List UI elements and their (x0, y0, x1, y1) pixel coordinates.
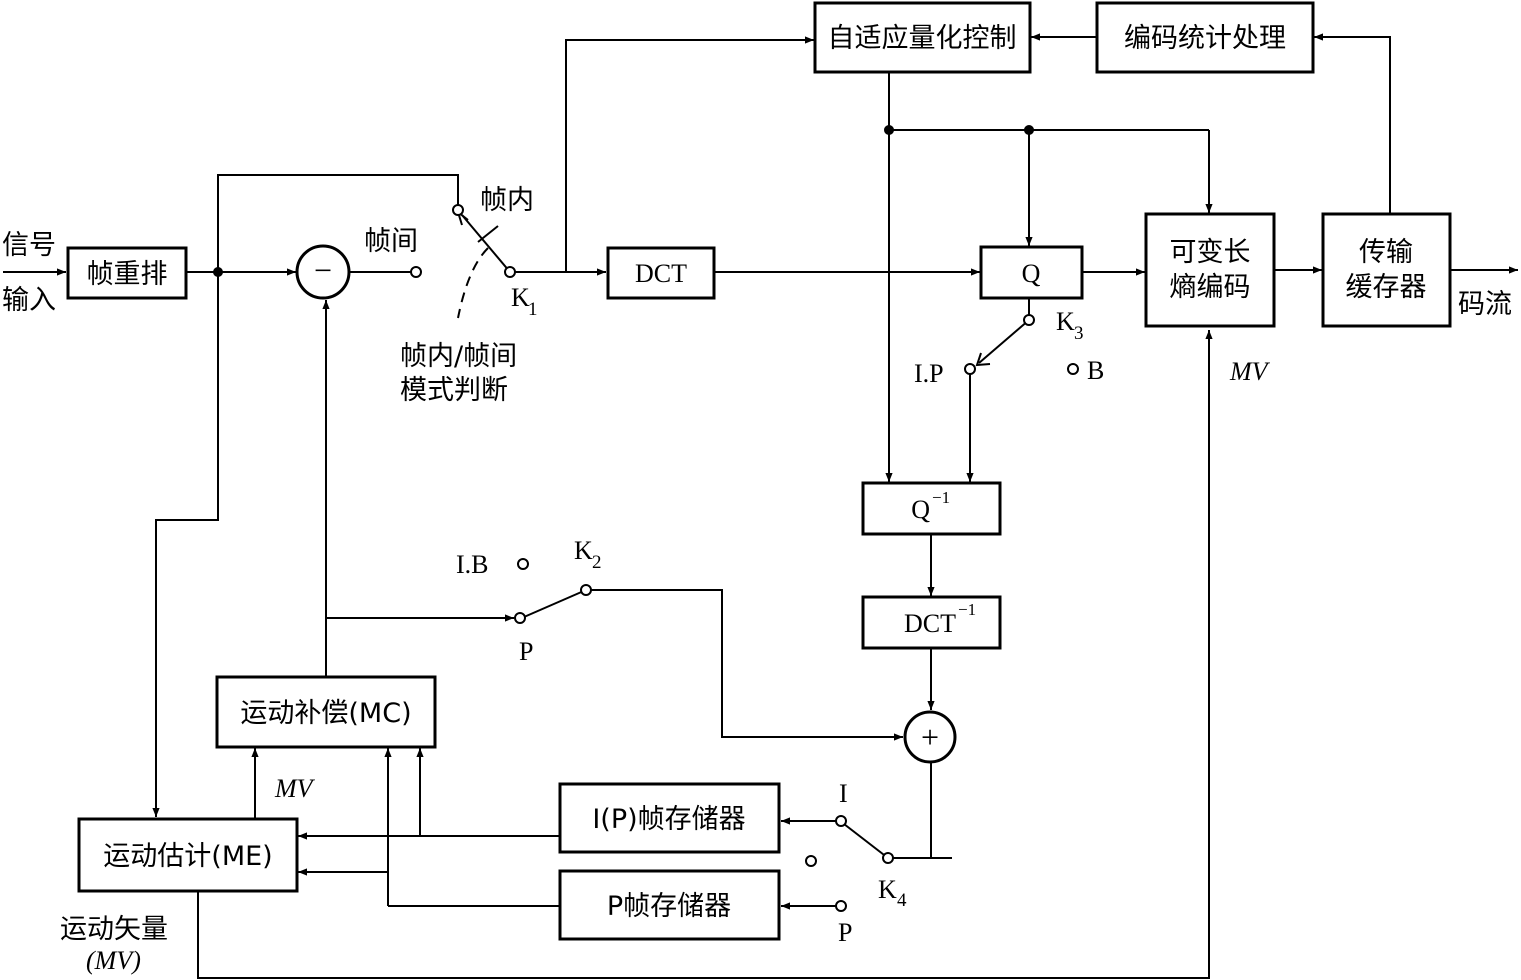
k4-label: K (878, 875, 897, 904)
vlc-label-line2: 熵编码 (1170, 272, 1251, 303)
add-symbol: + (921, 719, 939, 755)
buffer-block: 传输 缓存器 (1321, 212, 1452, 328)
to-adaptive-quant-arrow (565, 36, 814, 272)
adder: + (903, 710, 957, 764)
mv-mc-label: MV (274, 774, 316, 803)
inverse-quant-superscript: −1 (932, 488, 950, 507)
k3-subscript: 3 (1074, 323, 1084, 344)
vlc-block: 可变长 熵编码 (1144, 212, 1276, 328)
ip-frame-store-label: I(P)帧存储器 (592, 804, 745, 835)
motion-vector-label-line2: (MV) (86, 946, 141, 975)
k2-to-adder-arrow (590, 589, 903, 741)
buffer-label-line1: 传输 (1359, 237, 1413, 268)
idct-block: DCT −1 (861, 595, 1002, 650)
coding-stats-block: 编码统计处理 (1095, 1, 1315, 74)
buffer-label-line2: 缓存器 (1346, 272, 1427, 303)
idct-superscript: −1 (958, 600, 976, 619)
junction-dot (1024, 125, 1034, 135)
k2-ib-label: I.B (456, 550, 489, 579)
input-label-line1: 信号 (2, 230, 56, 261)
switch-k3 (964, 314, 1079, 375)
switch-k2 (514, 558, 592, 624)
k3-ip-label: I.P (914, 359, 944, 388)
junction-dot (884, 125, 894, 135)
frame-reorder-label: 帧重排 (87, 259, 168, 290)
me-label: 运动估计(ME) (103, 841, 272, 872)
vlc-label-line1: 可变长 (1170, 237, 1251, 268)
k3-label: K (1056, 307, 1075, 336)
mv-to-vlc-arrow (197, 330, 1213, 979)
mode-decision-label-line2: 模式判断 (400, 375, 508, 406)
motion-vector-label-line1: 运动矢量 (60, 914, 168, 945)
subtract-symbol: − (314, 252, 332, 288)
k2-p-label: P (519, 637, 533, 666)
input-label-line2: 输入 (2, 285, 56, 316)
frame-reorder-block: 帧重排 (66, 246, 188, 300)
k4-i-label: I (839, 779, 848, 808)
k4-p-label: P (838, 918, 852, 947)
switch-k4 (805, 815, 894, 912)
inverse-quant-block: Q −1 (861, 481, 1002, 536)
inverse-quant-label: Q (911, 495, 930, 524)
to-coding-stats-arrow (1314, 33, 1391, 213)
p-frame-store-label: P帧存储器 (607, 891, 731, 922)
dct-block: DCT (606, 246, 716, 300)
idct-label: DCT (904, 609, 956, 638)
to-me-arrow (152, 272, 219, 817)
k2-subscript: 2 (592, 552, 602, 573)
inter-label: 帧间 (364, 226, 418, 257)
dct-label: DCT (635, 259, 687, 288)
mode-decision-dashed (457, 247, 489, 319)
quant-block: Q (979, 245, 1084, 300)
quant-label: Q (1022, 259, 1041, 288)
output-label: 码流 (1458, 289, 1512, 320)
k1-subscript: 1 (528, 299, 538, 320)
k2-label: K (574, 536, 593, 565)
intra-label: 帧内 (480, 185, 534, 216)
k1-label: K (511, 283, 530, 312)
junction-dot (213, 267, 223, 277)
mc-label: 运动补偿(MC) (240, 698, 411, 729)
adaptive-quant-label: 自适应量化控制 (828, 23, 1017, 54)
switch-k1 (410, 204, 516, 319)
k3-b-label: B (1087, 356, 1104, 385)
ip-frame-store-block: I(P)帧存储器 (558, 782, 781, 854)
me-block: 运动估计(ME) (77, 817, 299, 893)
coding-stats-label: 编码统计处理 (1124, 23, 1286, 54)
subtractor: − (295, 244, 351, 300)
mv-vlc-label: MV (1229, 357, 1271, 386)
k4-subscript: 4 (897, 890, 907, 911)
adaptive-quant-block: 自适应量化控制 (813, 1, 1032, 74)
connections (3, 33, 1518, 979)
mode-decision-label-line1: 帧内/帧间 (400, 341, 517, 372)
p-frame-store-block: P帧存储器 (558, 869, 781, 941)
mc-block: 运动补偿(MC) (215, 675, 437, 749)
